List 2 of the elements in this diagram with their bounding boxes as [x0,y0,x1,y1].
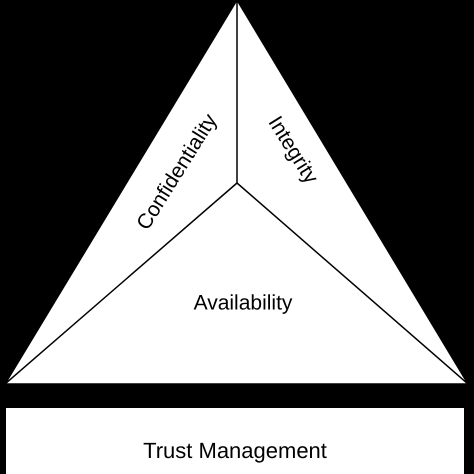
segment-label: Availability [194,292,292,314]
foundation-box: Trust Management [4,406,466,474]
